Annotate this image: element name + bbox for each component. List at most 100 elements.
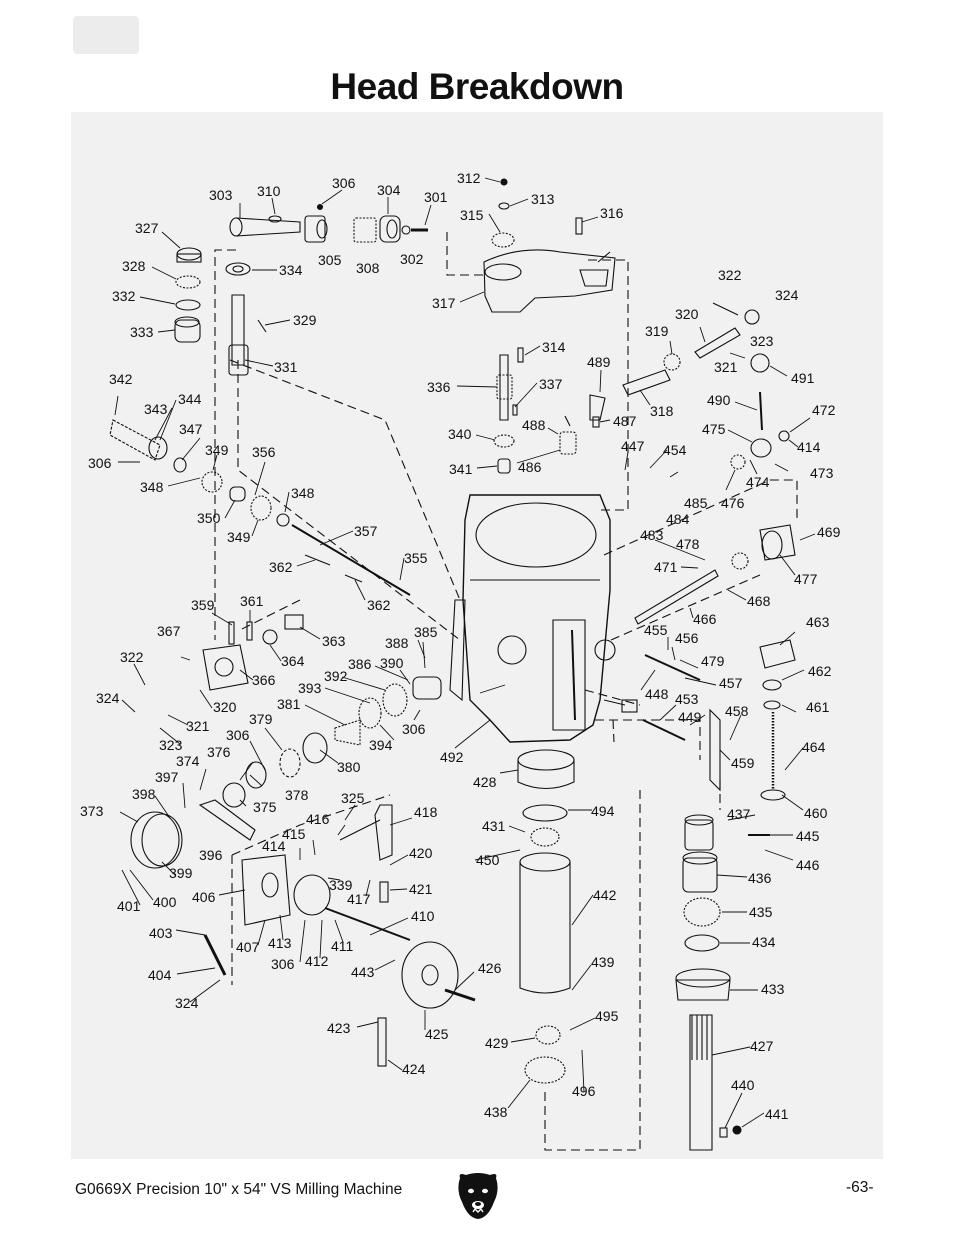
part-label-403: 403 bbox=[149, 925, 173, 941]
part-label-464: 464 bbox=[802, 739, 826, 755]
part-label-416: 416 bbox=[306, 811, 330, 827]
part-label-308: 308 bbox=[356, 260, 380, 276]
diagram-frame bbox=[71, 112, 883, 1159]
part-label-388: 388 bbox=[385, 635, 409, 651]
part-label-455: 455 bbox=[644, 622, 668, 638]
part-label-363: 363 bbox=[322, 633, 346, 649]
part-label-321: 321 bbox=[186, 718, 210, 734]
part-label-322: 322 bbox=[120, 649, 144, 665]
part-label-445: 445 bbox=[796, 828, 820, 844]
footer-text: G0669X Precision 10" x 54" VS Milling Ma… bbox=[75, 1181, 403, 1198]
part-label-414: 414 bbox=[262, 838, 286, 854]
part-label-417: 417 bbox=[347, 891, 371, 907]
part-label-376: 376 bbox=[207, 744, 231, 760]
part-label-344: 344 bbox=[178, 391, 202, 407]
part-label-306: 306 bbox=[271, 956, 295, 972]
part-label-315: 315 bbox=[460, 207, 484, 223]
part-label-433: 433 bbox=[761, 981, 785, 997]
part-label-306: 306 bbox=[226, 727, 250, 743]
part-label-473: 473 bbox=[810, 465, 834, 481]
part-label-337: 337 bbox=[539, 376, 563, 392]
part-label-364: 364 bbox=[281, 653, 305, 669]
part-label-461: 461 bbox=[806, 699, 830, 715]
part-label-349: 349 bbox=[227, 529, 251, 545]
part-label-434: 434 bbox=[752, 934, 776, 950]
part-label-487: 487 bbox=[613, 413, 637, 429]
upper-drive-parts bbox=[109, 178, 796, 1151]
part-label-339: 339 bbox=[329, 877, 353, 893]
part-label-301: 301 bbox=[424, 189, 448, 205]
part-label-423: 423 bbox=[327, 1020, 351, 1036]
part-label-406: 406 bbox=[192, 889, 216, 905]
part-label-485: 485 bbox=[684, 495, 708, 511]
part-label-424: 424 bbox=[402, 1061, 426, 1077]
part-label-438: 438 bbox=[484, 1104, 508, 1120]
part-label-348: 348 bbox=[291, 485, 315, 501]
part-label-474: 474 bbox=[746, 474, 770, 490]
part-label-386: 386 bbox=[348, 656, 372, 672]
dashed-guide-lines bbox=[214, 232, 798, 1151]
grizzly-bear-head-icon bbox=[458, 1173, 498, 1219]
part-label-475: 475 bbox=[702, 421, 726, 437]
part-label-450: 450 bbox=[476, 852, 500, 868]
part-label-479: 479 bbox=[701, 653, 725, 669]
part-label-362: 362 bbox=[367, 597, 391, 613]
part-label-355: 355 bbox=[404, 550, 428, 566]
part-label-396: 396 bbox=[199, 847, 223, 863]
part-label-343: 343 bbox=[144, 401, 168, 417]
part-label-476: 476 bbox=[721, 495, 745, 511]
part-label-466: 466 bbox=[693, 611, 717, 627]
part-label-429: 429 bbox=[485, 1035, 509, 1051]
part-label-398: 398 bbox=[132, 786, 156, 802]
part-label-483: 483 bbox=[640, 527, 664, 543]
part-label-350: 350 bbox=[197, 510, 221, 526]
part-label-414: 414 bbox=[797, 439, 821, 455]
part-label-340: 340 bbox=[448, 426, 472, 442]
part-label-385: 385 bbox=[414, 624, 438, 640]
part-label-381: 381 bbox=[277, 696, 301, 712]
part-label-328: 328 bbox=[122, 258, 146, 274]
part-label-332: 332 bbox=[112, 288, 136, 304]
page-number: -63- bbox=[846, 1179, 874, 1196]
part-label-435: 435 bbox=[749, 904, 773, 920]
part-label-446: 446 bbox=[796, 857, 820, 873]
part-label-418: 418 bbox=[414, 804, 438, 820]
part-label-484: 484 bbox=[666, 511, 690, 527]
part-label-427: 427 bbox=[750, 1038, 774, 1054]
part-label-412: 412 bbox=[305, 953, 329, 969]
part-label-436: 436 bbox=[748, 870, 772, 886]
part-label-397: 397 bbox=[155, 769, 179, 785]
part-label-306: 306 bbox=[402, 721, 426, 737]
part-label-320: 320 bbox=[675, 306, 699, 322]
part-label-420: 420 bbox=[409, 845, 433, 861]
part-label-478: 478 bbox=[676, 536, 700, 552]
leader-lines bbox=[114, 177, 816, 1129]
part-label-471: 471 bbox=[654, 559, 678, 575]
part-label-489: 489 bbox=[587, 354, 611, 370]
part-label-331: 331 bbox=[274, 359, 298, 375]
part-label-375: 375 bbox=[253, 799, 277, 815]
part-label-357: 357 bbox=[354, 523, 378, 539]
part-label-313: 313 bbox=[531, 191, 555, 207]
part-label-367: 367 bbox=[157, 623, 181, 639]
part-label-379: 379 bbox=[249, 711, 273, 727]
part-label-477: 477 bbox=[794, 571, 818, 587]
part-label-404: 404 bbox=[148, 967, 172, 983]
part-label-488: 488 bbox=[522, 417, 546, 433]
part-label-426: 426 bbox=[478, 960, 502, 976]
part-label-425: 425 bbox=[425, 1026, 449, 1042]
part-label-324: 324 bbox=[175, 995, 199, 1011]
part-label-327: 327 bbox=[135, 220, 159, 236]
part-label-323: 323 bbox=[750, 333, 774, 349]
part-label-453: 453 bbox=[675, 691, 699, 707]
diagram-drawing bbox=[109, 177, 816, 1151]
part-label-306: 306 bbox=[88, 455, 112, 471]
part-label-472: 472 bbox=[812, 402, 836, 418]
part-label-407: 407 bbox=[236, 939, 260, 955]
part-label-400: 400 bbox=[153, 894, 177, 910]
part-label-399: 399 bbox=[169, 865, 193, 881]
part-label-318: 318 bbox=[650, 403, 674, 419]
part-label-415: 415 bbox=[282, 826, 306, 842]
part-label-333: 333 bbox=[130, 324, 154, 340]
